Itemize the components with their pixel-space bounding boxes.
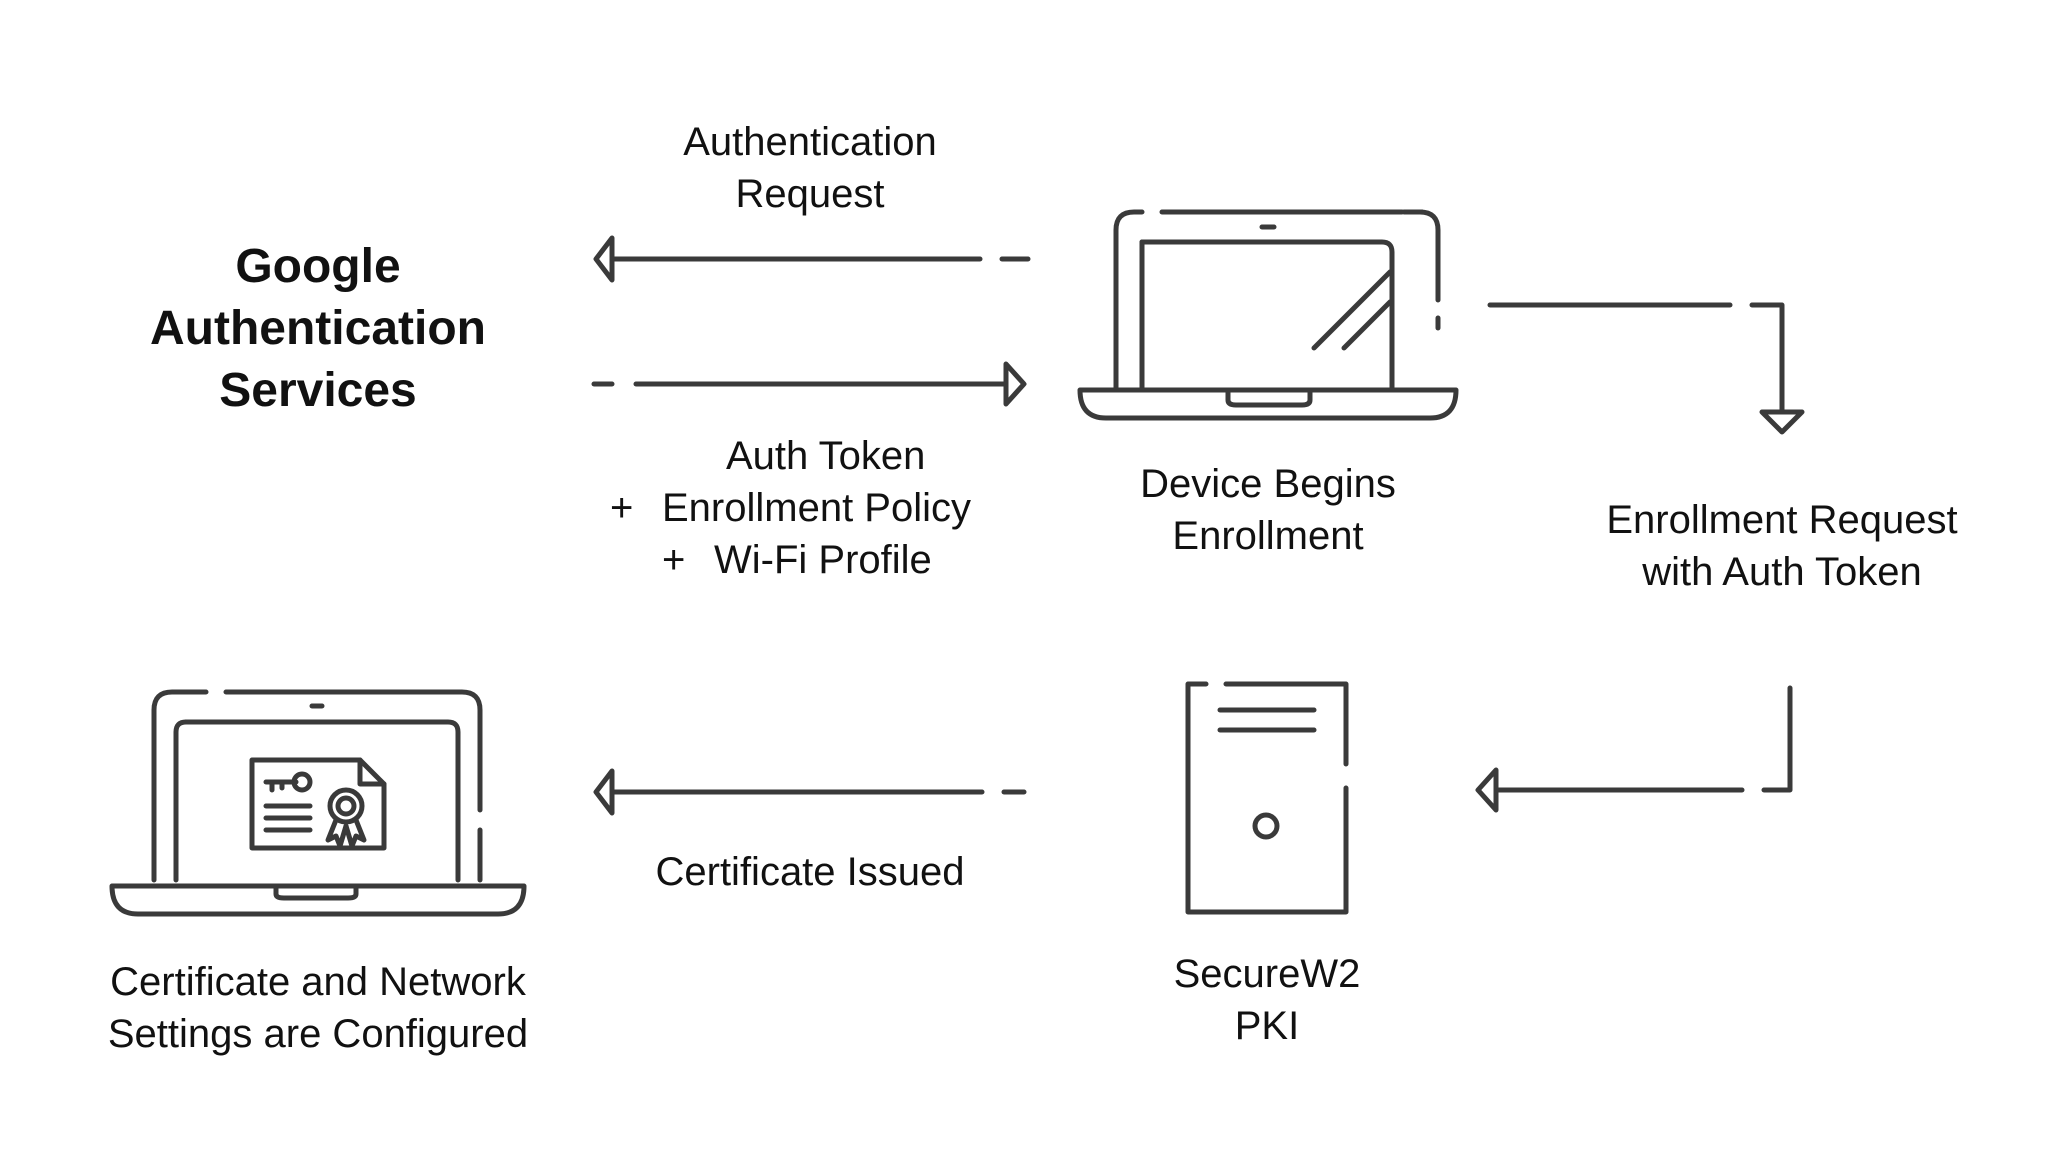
laptop-certificate-icon	[109, 689, 527, 917]
configured-label: Certificate and Network Settings are Con…	[107, 960, 529, 1056]
plus-symbol: +	[610, 486, 634, 530]
certificate-issued-label: Certificate Issued	[655, 850, 965, 894]
enrollment-request-arrow	[1487, 302, 1805, 435]
auth-token-arrow	[591, 361, 1027, 407]
securew2-pki-label: SecureW2 PKI	[1173, 952, 1361, 1048]
laptop-icon	[1077, 209, 1459, 421]
enrollment-policy-line: + Enrollment Policy	[610, 482, 1030, 534]
auth-request-arrow	[593, 235, 1031, 283]
wifi-profile-line: + Wi-Fi Profile	[610, 534, 1030, 586]
certificate-issued-arrow	[593, 768, 1027, 816]
device-enrollment-label: Device Begins Enrollment	[1140, 462, 1396, 558]
auth-request-label: Authentication Request	[683, 120, 937, 216]
enrollment-policy-text: Enrollment Policy	[662, 486, 972, 530]
pki-input-arrow	[1475, 685, 1793, 813]
google-auth-services-label: Google Authentication Services	[150, 240, 486, 417]
auth-token-line: Auth Token	[726, 434, 926, 478]
enrollment-request-label: Enrollment Request with Auth Token	[1606, 498, 1958, 594]
plus-symbol: +	[662, 538, 686, 582]
auth-token-label: Auth Token + Enrollment Policy + Wi-Fi Pro…	[610, 430, 1030, 586]
wifi-profile-text: Wi-Fi Profile	[714, 538, 932, 582]
server-icon	[1185, 681, 1349, 915]
